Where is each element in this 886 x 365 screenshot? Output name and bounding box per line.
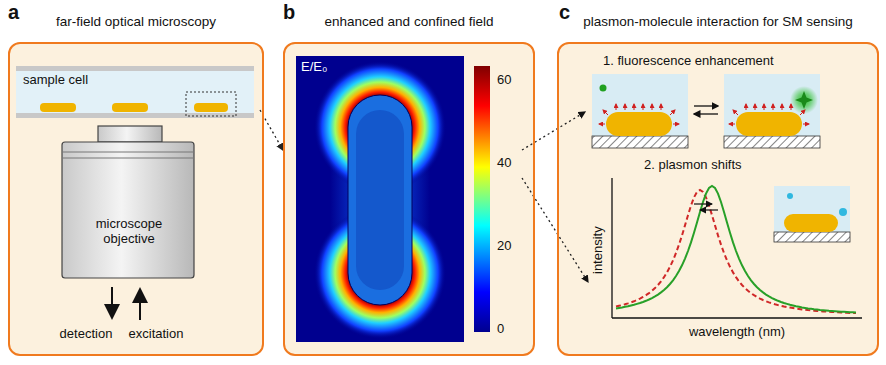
scale-tick: 60	[497, 73, 511, 87]
axis-label: wavelength (nm)	[689, 325, 785, 339]
panel-title: enhanced and confined field	[265, 14, 553, 29]
axis-label: intensity	[591, 226, 605, 274]
shape-label: microscope objective	[70, 217, 188, 247]
axis-label: E/E₀	[301, 60, 327, 74]
shape-label: sample cell	[23, 73, 260, 88]
sub-heading: 2. plasmon shifts	[644, 158, 742, 172]
panel-letter: c	[559, 1, 570, 23]
signal-label: detection	[60, 327, 113, 341]
sub-heading: 1. fluorescence enhancement	[603, 54, 774, 68]
panel-box: enhanced and confined field	[283, 42, 535, 356]
panel-title: plasmon-molecule interaction for SM sens…	[539, 14, 886, 29]
panel-box: far-field optical microscopysample cellm…	[8, 42, 264, 356]
scale-tick: 20	[497, 239, 511, 253]
panel-letter: a	[8, 1, 19, 23]
signal-label: excitation	[129, 327, 184, 341]
scale-tick: 40	[497, 156, 511, 170]
panel-title: far-field optical microscopy	[0, 14, 282, 29]
panel-letter: b	[283, 1, 295, 23]
panel-box: plasmon-molecule interaction for SM sens…	[557, 42, 879, 356]
sample-cell: sample cell	[16, 66, 260, 120]
microscope-objective: microscope objective	[62, 128, 196, 280]
scale-tick: 0	[497, 322, 504, 336]
